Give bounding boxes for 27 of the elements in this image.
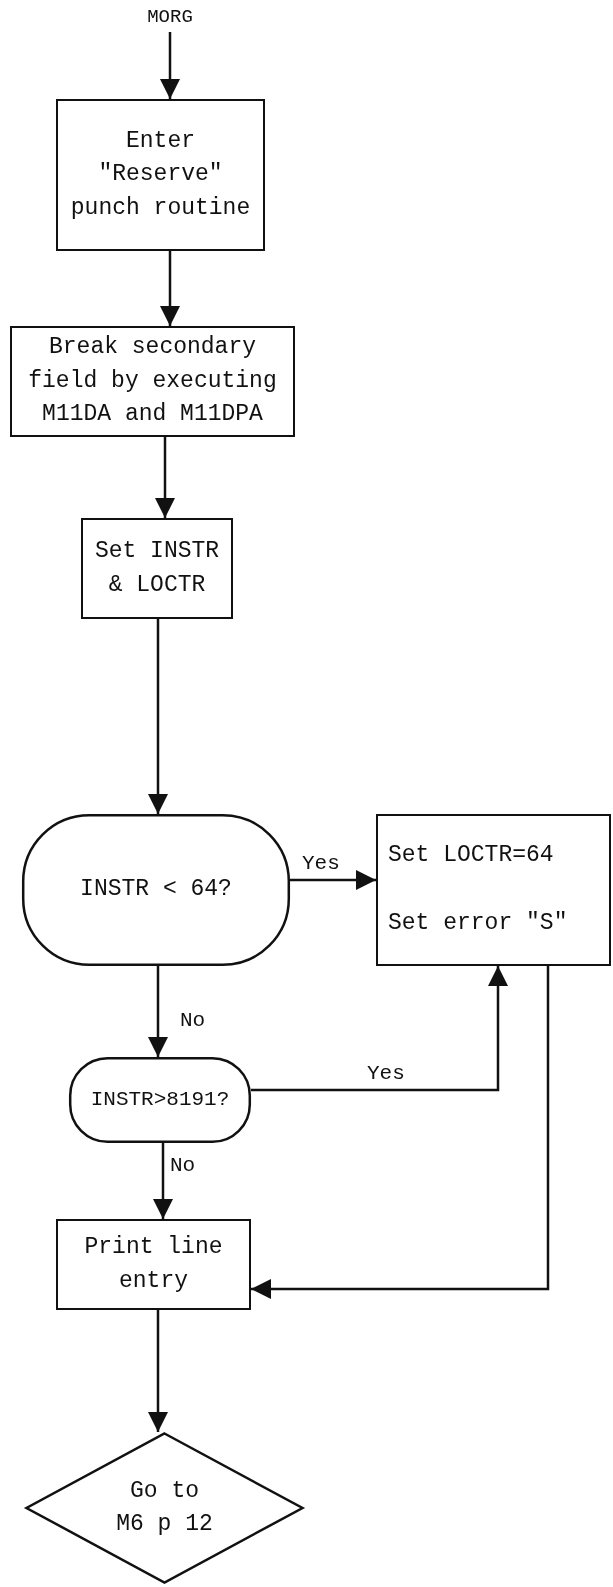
arrow <box>290 870 376 890</box>
process-box <box>56 1219 251 1310</box>
arrow <box>148 619 168 814</box>
box-text: INSTR>8191? <box>90 1086 230 1113</box>
box-text: Set INSTR & LOCTR <box>93 537 221 600</box>
decision-shape <box>69 1057 251 1143</box>
process-box <box>81 518 233 619</box>
arrow <box>148 1310 168 1432</box>
box-text: Enter "Reserve" punch routine <box>69 127 252 223</box>
arrow <box>251 966 508 1092</box>
arrow <box>160 32 180 99</box>
arrow <box>155 437 175 518</box>
process-box <box>10 326 295 437</box>
process-box <box>56 99 265 251</box>
box-text: INSTR < 64? <box>80 875 232 905</box>
process-box <box>376 814 611 966</box>
arrow <box>160 251 180 326</box>
arrow <box>251 966 550 1299</box>
start-label: MORG <box>147 5 193 31</box>
box-text: Break secondary field by executing M11DA and M11DPA <box>27 333 278 430</box>
arrow <box>148 966 168 1057</box>
box-text: Print line entry <box>83 1233 224 1296</box>
box-text: Set error "S" <box>388 909 568 939</box>
box-text: Go to M6 p 12 <box>115 1476 214 1539</box>
arrow <box>153 1143 173 1219</box>
connector-diamond <box>25 1432 304 1584</box>
box-text: Set LOCTR=64 <box>388 841 554 871</box>
